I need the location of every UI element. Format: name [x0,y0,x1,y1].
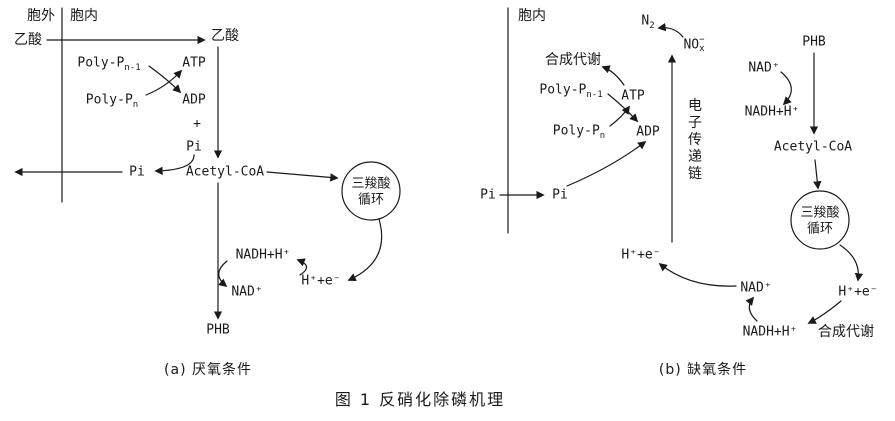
nad-bottom-label-b: NAD⁺ [740,280,772,296]
nox-label-b: NO−x [683,35,705,54]
pi-to-adp-arc-b [566,140,647,187]
phb-label-b: PHB [802,34,826,50]
tca-cycle-label-line1-a: 三羧酸 [351,176,391,192]
nadh-top-label-b: NADH+H⁺ [744,104,800,120]
polyp-to-atp-arc-b [609,105,630,127]
acetyl-coa-label-a: Acetyl-CoA [185,164,265,180]
n2-label-b: N2 [641,13,655,32]
pi-in-label-b: Pi [552,187,568,203]
electron-transport-chain-label-b: 电子传递链 [686,97,702,183]
adp-label-b: ADP [636,124,660,140]
figure-caption: 图 1 反硝化除磷机理 [334,390,506,409]
poly-p-n-label-b: Poly-Pn [552,123,606,142]
nad-to-electrons-arc-b [658,262,737,287]
nad-to-nadh-arc-b-top [780,71,792,106]
tca-cycle-label-line2-a: 循环 [357,192,385,208]
phb-label-a: PHB [206,322,230,338]
nadh-bottom-label-b: NADH+H⁺ [742,324,798,340]
adp-label-a: ADP [182,92,206,108]
acetyl-coa-label-b: Acetyl-CoA [773,139,853,155]
h-plus-e-left-label-b: H⁺+e⁻ [621,247,661,263]
panel-b-caption: (b) 缺氧条件 [658,362,748,378]
tca-cycle-circle-b [790,190,850,250]
intracellular-label-a: 胞内 [70,8,98,24]
acetate-out-label-a: 乙酸 [14,32,42,48]
nadh-to-nad-arc-b-bottom [745,296,758,322]
anabolism-bottom-label-b: 合成代谢 [818,324,874,340]
atp-label-a: ATP [182,55,206,71]
panel-b-wires [499,7,864,324]
nadh-to-nad-arc-a [218,260,228,288]
poly-p-n1-label-b: Poly-Pn-1 [539,82,603,101]
tca-cycle-label-line2-b: 循环 [806,221,834,237]
tca-to-electrons-arc-b [839,244,864,282]
pi-out-label-b: Pi [480,187,496,203]
anabolism-top-label-b: 合成代谢 [545,52,601,68]
atp-to-anabolism-arc-b [601,65,625,86]
nad-label-a: NAD⁺ [231,284,263,300]
nad-top-label-b: NAD⁺ [748,60,780,76]
polyp-to-adp-arc-a [148,65,182,94]
panel-a-caption: (a) 厌氧条件 [164,362,252,378]
acetate-in-label-a: 乙酸 [211,28,239,44]
polyp-to-adp-arc-b [607,93,639,123]
poly-p-n1-label-a: Poly-Pn-1 [77,55,141,74]
plus-label-a: + [193,116,201,132]
intracellular-label-b: 胞内 [518,8,546,24]
pi-released-label-a: Pi [129,164,145,180]
tca-cycle-label-line1-b: 三羧酸 [800,205,840,221]
electrons-to-nadh-arc-a [296,258,308,276]
acetylcoa-to-tca-arrow-a [266,171,339,182]
polyp-to-atp-arc-a [145,69,183,96]
nadh-label-a: NADH+H⁺ [235,247,291,263]
acetylcoa-to-tca-arrow-b [813,159,822,190]
tca-to-electrons-arc-a [347,218,383,282]
poly-p-n-label-a: Poly-Pn [85,92,139,111]
nox-to-n2-arc-b [657,22,684,38]
pi-product-arc-a [154,154,195,176]
tca-cycle-circle-a [341,161,401,221]
atp-label-b: ATP [621,88,645,104]
h-plus-e-label-a: H⁺+e⁻ [301,273,341,289]
electrons-to-nadh-arc-b [807,300,842,324]
extracellular-label-a: 胞外 [27,8,55,24]
panel-a-wires [14,7,401,320]
h-plus-e-right-label-b: H⁺+e⁻ [838,284,878,300]
pi-product-label-a: Pi [186,139,202,155]
